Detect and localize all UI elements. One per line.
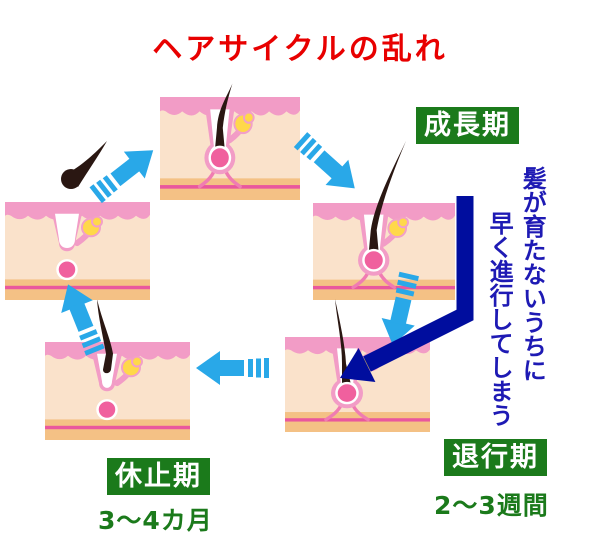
hair-shaft-icon	[335, 299, 351, 389]
detached-papilla-icon	[96, 399, 118, 421]
skin-stage-late-rest	[5, 202, 150, 300]
growth-phase-label: 成長期	[416, 107, 519, 145]
side-note-line2: 早く進行してしまう	[485, 211, 514, 427]
hair-shaft-icon	[368, 140, 407, 256]
skin-stage-early-growth	[160, 83, 300, 200]
skin-stage-growth	[313, 140, 455, 300]
shed-hair-icon	[61, 141, 107, 189]
skin-stage-rest	[45, 298, 190, 440]
disruption-arrow-icon	[340, 196, 474, 382]
regression-duration: 2〜3週間	[434, 491, 549, 520]
rest-duration: 3〜4カ月	[98, 506, 213, 535]
arrow-regression-to-rest-icon	[196, 351, 269, 385]
side-note: 髪が育たないうちに 早く進行してしまう	[482, 166, 548, 427]
page-title: ヘアサイクルの乱れ	[152, 32, 448, 67]
skin-stage-regression	[285, 299, 430, 432]
rest-phase-label: 休止期	[107, 458, 210, 496]
hair-shaft-icon	[215, 83, 233, 154]
regression-phase-label: 退行期	[444, 439, 547, 477]
hair-papilla-icon	[208, 145, 232, 170]
side-note-line1: 髪が育たないうちに	[518, 166, 547, 382]
hair-shaft-icon	[97, 298, 113, 374]
hair-papilla-icon	[362, 248, 386, 272]
hair-papilla-icon	[335, 381, 359, 405]
arrow-rest-to-laterest-icon	[52, 277, 112, 359]
detached-papilla-icon	[56, 259, 78, 281]
arrow-laterest-to-earlygrowth-icon	[85, 136, 164, 209]
